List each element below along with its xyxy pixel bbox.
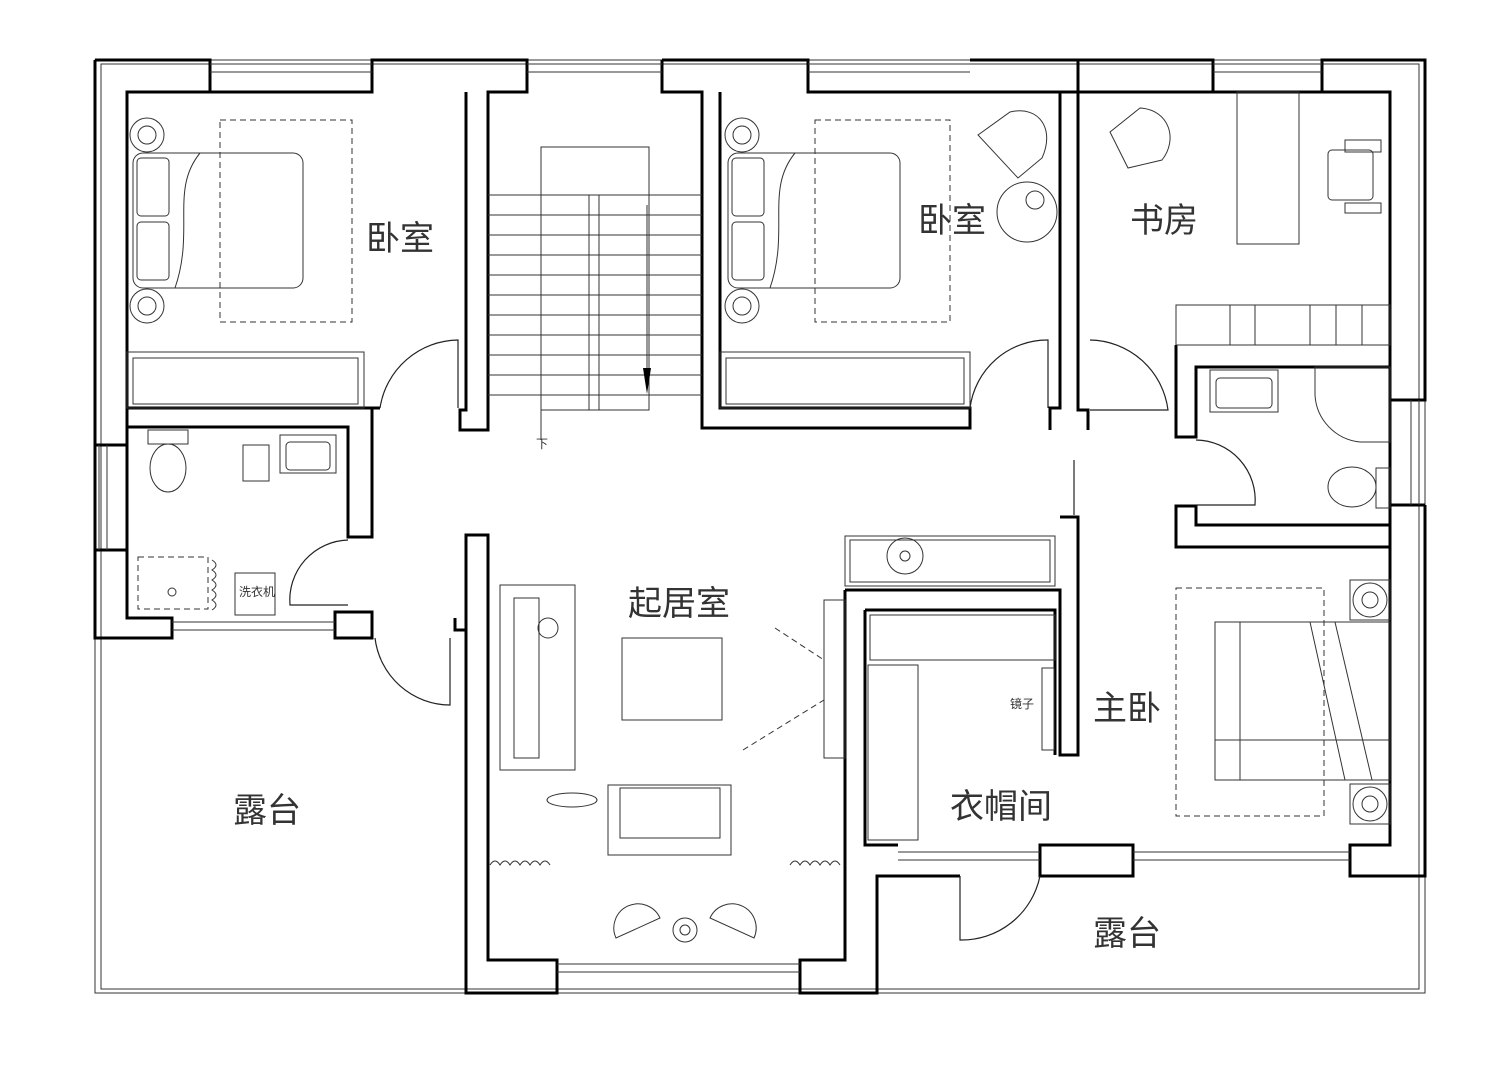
label-stair-down: 下 — [536, 437, 548, 451]
doors — [289, 339, 1256, 941]
bath-left-fixtures — [137, 429, 337, 616]
living-furniture — [489, 535, 1056, 943]
master-bed — [1175, 579, 1391, 825]
label-study: 书房 — [1130, 201, 1198, 241]
label-terrace-right: 露台 — [1093, 914, 1161, 954]
label-master-bedroom: 主卧 — [1093, 689, 1161, 729]
walls — [93, 58, 1427, 995]
study-furniture — [1109, 91, 1391, 346]
label-bedroom-left: 卧室 — [366, 219, 434, 259]
label-cloakroom: 衣帽间 — [950, 787, 1052, 827]
label-bedroom-middle: 卧室 — [918, 201, 986, 241]
label-mirror: 镜子 — [1010, 696, 1034, 711]
staircase — [488, 146, 702, 440]
label-terrace-left: 露台 — [233, 791, 301, 831]
bed-middle — [719, 110, 1058, 409]
bed-left — [126, 117, 365, 409]
cloakroom-furniture — [867, 614, 1056, 841]
windows — [98, 63, 1420, 973]
label-washer: 洗衣机 — [239, 584, 275, 599]
room-labels: 卧室 卧室 书房 起居室 露台 衣帽间 主卧 露台 镜子 洗衣机 下 — [233, 201, 1198, 954]
bath-right-fixtures — [1209, 366, 1391, 509]
label-living-room: 起居室 — [628, 584, 730, 624]
